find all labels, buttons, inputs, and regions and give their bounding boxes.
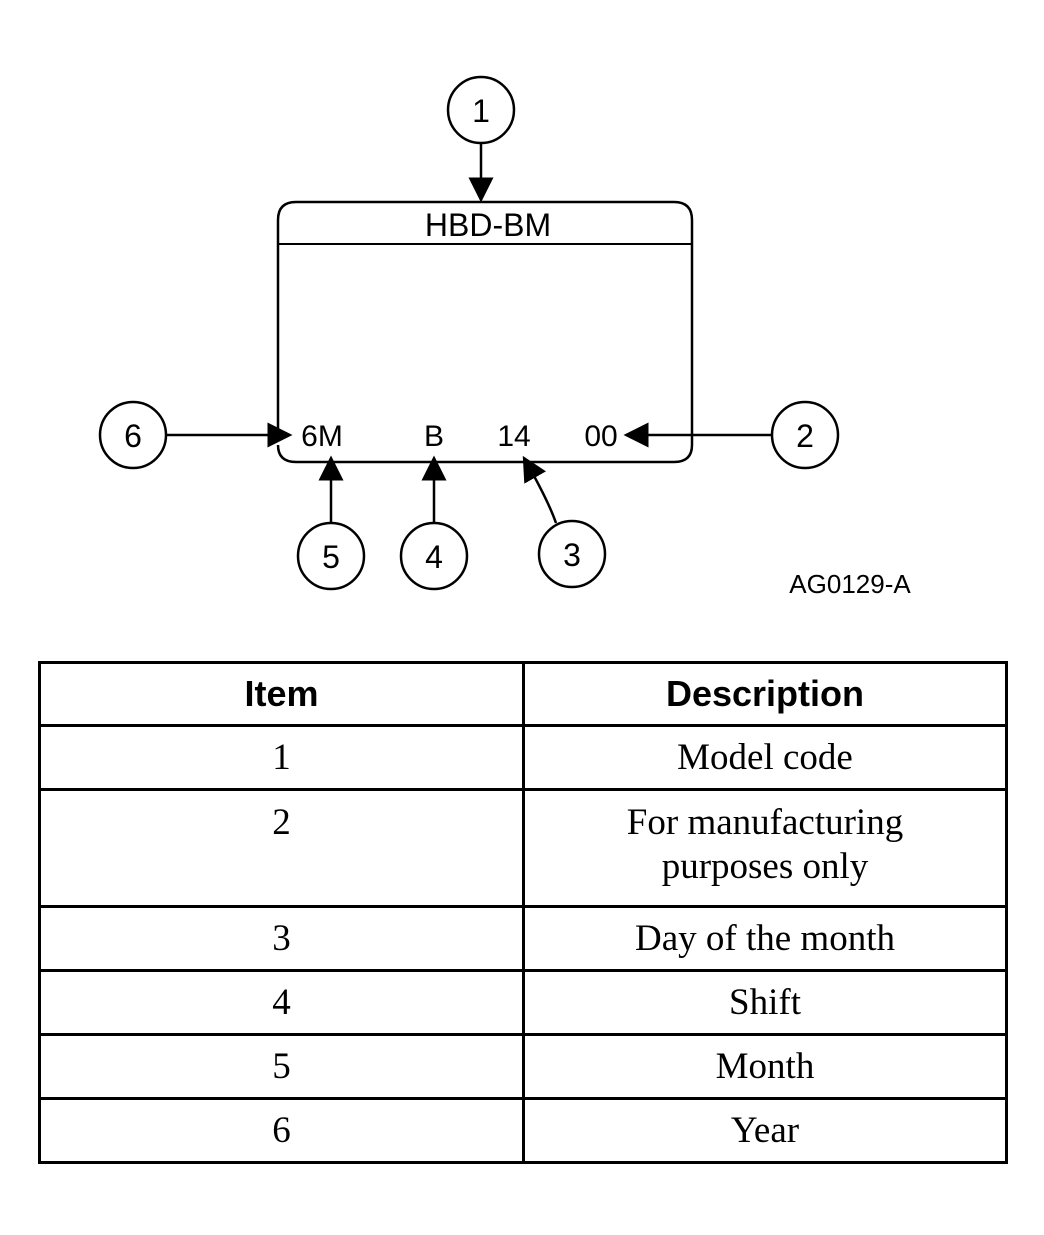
row-item: 4: [38, 969, 525, 1036]
table-row: 2 For manufacturing purposes only: [38, 788, 1008, 908]
table-row: 1 Model code: [38, 724, 1008, 791]
table-header-row: Item Description: [38, 661, 1008, 727]
callout-4: 4: [399, 521, 469, 591]
row-item: 1: [38, 724, 525, 791]
callout-6-number: 6: [124, 418, 142, 454]
row-description: For manufacturing purposes only: [522, 788, 1008, 908]
row-item: 2: [38, 788, 525, 908]
row-description: Month: [522, 1033, 1008, 1100]
row-item: 6: [38, 1097, 525, 1164]
row-description: Year: [522, 1097, 1008, 1164]
callout-3-number: 3: [563, 537, 581, 573]
callout-1-number: 1: [472, 93, 490, 129]
callout-6: 6: [98, 400, 168, 470]
figure-id: AG0129-A: [789, 569, 911, 599]
code-shift-text: B: [424, 420, 444, 453]
callout-3: 3: [537, 519, 607, 589]
row-description: Day of the month: [522, 905, 1008, 972]
row-description: Model code: [522, 724, 1008, 791]
table-row: 5 Month: [38, 1033, 1008, 1100]
code-year-text: 6M: [301, 420, 343, 453]
label-title-text: HBD-BM: [425, 207, 551, 243]
code-day-text: 14: [497, 420, 530, 453]
callout-5: 5: [296, 521, 366, 591]
callout-1: 1: [446, 75, 516, 145]
table-row: 4 Shift: [38, 969, 1008, 1036]
row-description: Shift: [522, 969, 1008, 1036]
row-description-text: For manufacturing purposes only: [626, 802, 904, 887]
callout-3-arrow: [522, 455, 558, 524]
legend-table: Item Description 1 Model code 2 For manu…: [38, 661, 1008, 1164]
code-mfg-text: 00: [584, 420, 617, 453]
callout-2: 2: [770, 400, 840, 470]
label-diagram: HBD-BM 6M B 14 00 1 2 3 4 5 6 AG0129-A: [98, 75, 911, 599]
label-outline: [276, 200, 694, 464]
row-item: 3: [38, 905, 525, 972]
callout-5-number: 5: [322, 539, 340, 575]
callout-2-number: 2: [796, 418, 814, 454]
header-description: Description: [522, 661, 1008, 727]
table-row: 3 Day of the month: [38, 905, 1008, 972]
header-item: Item: [38, 661, 525, 727]
callout-4-number: 4: [425, 539, 443, 575]
table-row: 6 Year: [38, 1097, 1008, 1164]
row-item: 5: [38, 1033, 525, 1100]
